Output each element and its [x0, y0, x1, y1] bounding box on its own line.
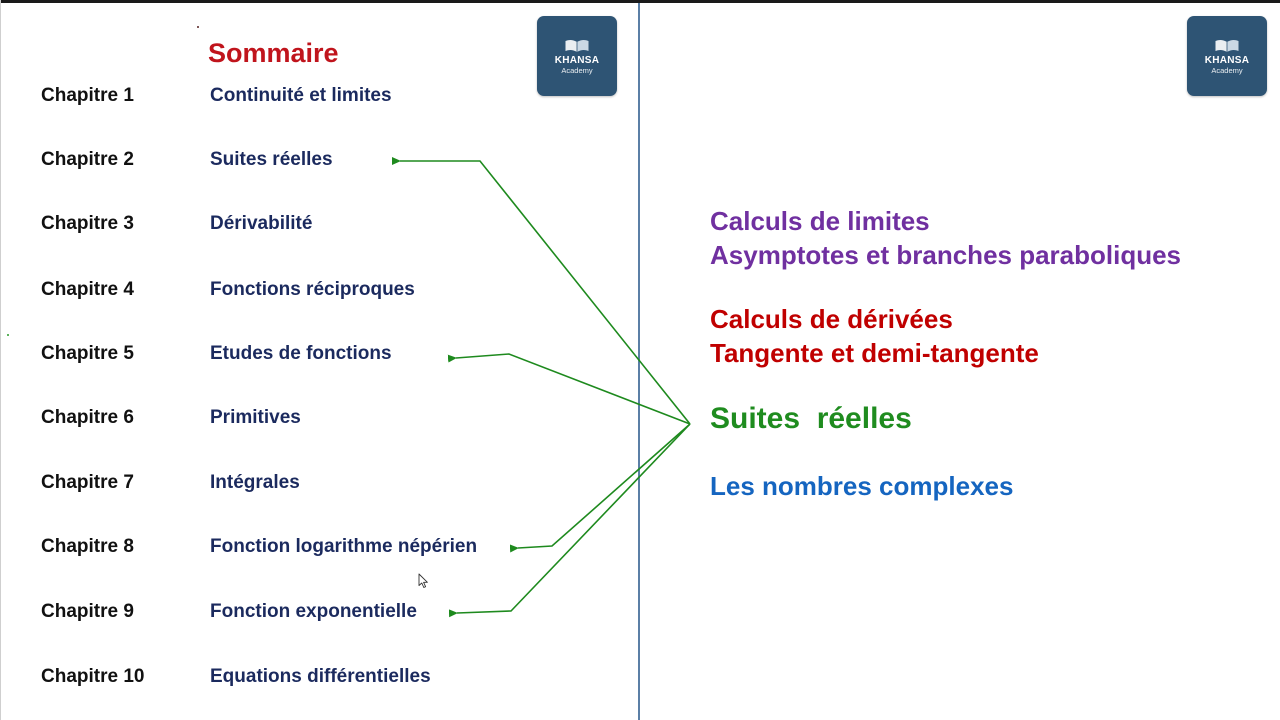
toc-row: Chapitre 7 Intégrales	[0, 468, 630, 498]
stray-dot	[7, 334, 9, 336]
toc-row: Chapitre 1 Continuité et limites	[0, 81, 630, 111]
chapter-number: Chapitre 6	[41, 407, 134, 428]
chapter-number: Chapitre 1	[41, 85, 134, 106]
chapter-title: Suites réelles	[210, 149, 333, 170]
toc-row: Chapitre 10 Equations différentielles	[0, 662, 630, 692]
topic-derivatives: Calculs de dérivées	[710, 304, 953, 334]
chapter-number: Chapitre 3	[41, 213, 134, 234]
toc-row: Chapitre 3 Dérivabilité	[0, 209, 630, 239]
topic-asymptotes: Asymptotes et branches paraboliques	[710, 240, 1182, 270]
chapter-title: Equations différentielles	[210, 666, 431, 687]
open-book-icon	[565, 39, 589, 52]
toc-row: Chapitre 2 Suites réelles	[0, 145, 630, 175]
chapter-number: Chapitre 4	[41, 279, 134, 300]
arrow-to-chapter-9	[448, 423, 691, 618]
topic-limits: Calculs de limites	[710, 206, 930, 236]
toc-row: Chapitre 5 Etudes de fonctions	[0, 339, 630, 369]
chapter-title: Dérivabilité	[210, 213, 313, 234]
mouse-pointer-icon	[418, 573, 428, 588]
khansa-logo-right: KHANSA Academy	[1187, 16, 1267, 96]
chapter-number: Chapitre 5	[41, 343, 134, 364]
logo-subtitle: Academy	[1211, 65, 1243, 75]
chapter-number: Chapitre 9	[41, 601, 134, 622]
page-title: Sommaire	[208, 38, 339, 68]
vertical-divider	[638, 3, 640, 720]
topic-real-sequences: Suites réelles	[710, 402, 912, 435]
toc-row: Chapitre 9 Fonction exponentielle	[0, 597, 630, 627]
khansa-logo-left: KHANSA Academy	[537, 16, 617, 96]
chapter-title: Fonctions réciproques	[210, 279, 415, 300]
top-border	[0, 0, 1280, 3]
chapter-title: Fonction exponentielle	[210, 601, 417, 622]
chapter-number: Chapitre 8	[41, 536, 134, 557]
chapter-title: Continuité et limites	[210, 85, 392, 106]
topic-complex-numbers: Les nombres complexes	[710, 471, 1014, 501]
chapter-number: Chapitre 10	[41, 666, 145, 687]
toc-row: Chapitre 4 Fonctions réciproques	[0, 275, 630, 305]
open-book-icon	[1215, 39, 1239, 52]
logo-subtitle: Academy	[561, 65, 593, 75]
chapter-title: Primitives	[210, 407, 301, 428]
toc-row: Chapitre 6 Primitives	[0, 403, 630, 433]
chapter-title: Intégrales	[210, 472, 300, 493]
chapter-number: Chapitre 7	[41, 472, 134, 493]
chapter-title: Fonction logarithme népérien	[210, 536, 478, 557]
toc-row: Chapitre 8 Fonction logarithme népérien	[0, 532, 630, 562]
logo-brand: KHANSA	[554, 54, 600, 66]
chapter-number: Chapitre 2	[41, 149, 134, 170]
chapter-title: Etudes de fonctions	[210, 343, 392, 364]
left-border	[0, 0, 1, 720]
topic-tangents: Tangente et demi-tangente	[710, 338, 1039, 368]
stray-dot	[197, 26, 199, 28]
logo-brand: KHANSA	[1204, 54, 1250, 66]
